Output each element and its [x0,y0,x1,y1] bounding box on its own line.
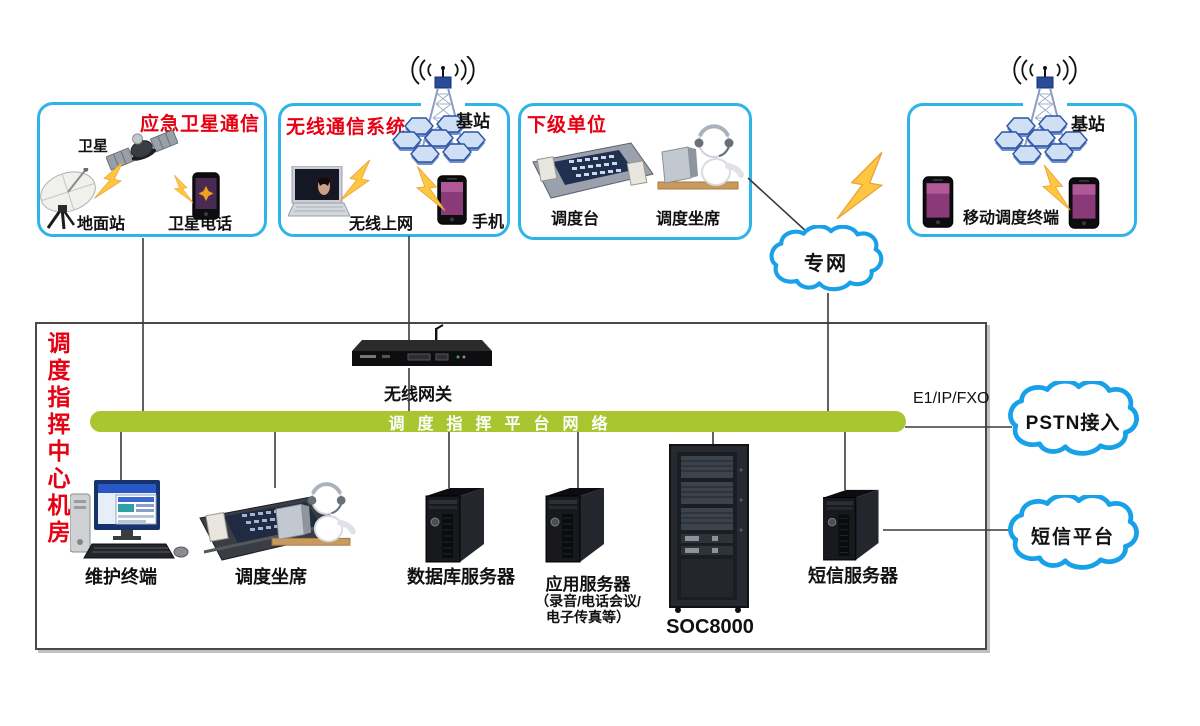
pstn-label: PSTN接入 [1025,412,1121,434]
platform-network-bar: 调度指挥平台网络 [90,411,906,433]
lightning-icon [836,151,884,220]
operator-robot-icon [657,124,744,190]
dispatch-seat-robot-icon [271,482,356,546]
emergency-satellite-title: 应急卫星通信 [140,114,261,135]
satellite-phone-icon [192,172,220,220]
wireless-internet-label: 无线上网 [349,216,414,233]
dispatch-center-room-box [35,322,987,650]
satellite-icon [106,129,178,171]
lightning-icon [1041,164,1071,211]
soc8000-label: SOC8000 [666,616,754,638]
mobile-terminal-icon [922,176,954,228]
subordinate-unit-title: 下级单位 [527,115,608,136]
base-station-icon [392,56,486,165]
maintenance-terminal-icon [70,480,189,559]
base-station-label: 基站 [456,112,490,131]
app-server-label: 应用服务器 （录音/电话会议/ 电子传真等） [512,576,664,625]
satellite-label: 卫星 [78,138,109,155]
lightning-icon [415,166,446,211]
sms-server-icon [823,489,879,561]
pstn-link-label: E1/IP/FXO [913,390,990,407]
sms-server-label: 短信服务器 [808,566,898,586]
wireless-gateway-icon [352,324,492,366]
base-station-icon [994,56,1088,165]
mobile-phone-label: 手机 [472,214,505,231]
dispatch-console-icon [532,142,654,199]
dispatch-seat-label: 调度坐席 [235,567,307,587]
sms-platform-label: 短信平台 [1030,526,1115,548]
dispatch-seat-label: 调度坐席 [656,211,721,228]
wireless-comm-title: 无线通信系统 [286,117,407,138]
lightning-icon [93,161,124,199]
lightning-icon [339,159,371,202]
satellite-phone-label: 卫星电话 [168,216,233,233]
ground-station-icon [40,168,96,230]
app-server-label-line2: （录音/电话会议/ [535,593,641,609]
soc8000-rack-icon [669,444,749,613]
database-server-label: 数据库服务器 [407,567,515,587]
dispatch-console-label: 调度台 [551,211,600,228]
app-server-icon [545,488,604,563]
mobile-terminal-label: 移动调度终端 [963,210,1060,227]
laptop-icon [288,166,350,217]
group-box-emergency-satellite [37,102,267,237]
database-server-icon [425,488,484,563]
platform-network-label: 调度指挥平台网络 [388,415,621,433]
base-station-label: 基站 [1071,115,1105,134]
maintenance-terminal-label: 维护终端 [85,567,157,587]
wireless-gateway-label: 无线网关 [384,385,452,404]
app-server-label-line3: 电子传真等） [546,609,630,625]
private-network-label: 专网 [804,252,848,275]
lightning-icon [173,174,194,204]
mobile-phone-icon [437,175,467,225]
mobile-terminal-icon [1068,177,1100,229]
room-title-vertical: 调度指挥中心机房 [44,331,70,547]
ground-station-label: 地面站 [77,216,126,233]
cloud-pstn [1008,381,1139,456]
cloud-sms-platform [1008,495,1139,570]
app-server-label-line1: 应用服务器 [545,575,631,594]
